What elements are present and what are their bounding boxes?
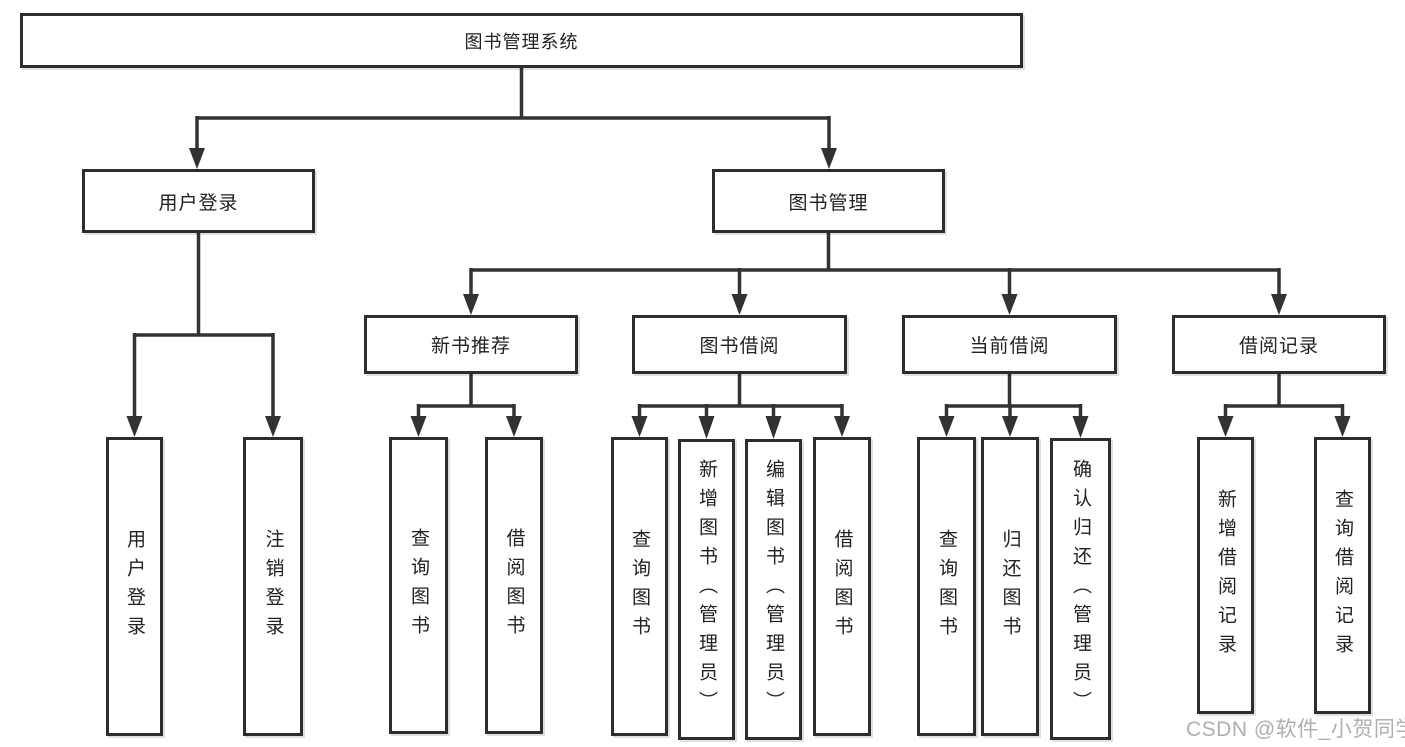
node-leaf-edit-books-label: 编辑图书（管理员） [763,459,784,720]
node-user-login: 用户登录 [82,169,315,233]
edge-user-login-arrowheads [126,416,281,437]
edge-root-arrowheads [189,148,837,169]
edge-current-borrowing-arrowheads [938,416,1089,438]
node-leaf-query-books-2-label: 查询图书 [629,528,650,645]
node-root: 图书管理系统 [20,13,1023,68]
node-leaf-confirm-return: 确认归还（管理员） [1050,438,1111,740]
edge-current-borrowing [944,374,1083,418]
node-leaf-user-login-label: 用户登录 [124,528,145,645]
node-leaf-add-borrow-record: 新增借阅记录 [1197,437,1254,714]
node-new-book-recommend: 新书推荐 [364,315,578,374]
edge-new-book-recommend [416,374,516,418]
node-leaf-return-books: 归还图书 [981,437,1039,736]
node-current-borrowing: 当前借阅 [902,315,1117,374]
watermark: CSDN @软件_小贺同学 [1186,718,1405,741]
node-leaf-borrow-books-1: 借阅图书 [485,437,543,734]
node-book-borrowing: 图书借阅 [632,315,847,374]
node-leaf-query-books-1-label: 查询图书 [408,527,429,644]
node-root-label: 图书管理系统 [464,31,579,52]
node-leaf-logout-label: 注销登录 [262,528,284,645]
node-leaf-return-books-label: 归还图书 [999,528,1021,645]
node-book-borrowing-label: 图书借阅 [699,336,780,357]
node-borrow-records-label: 借阅记录 [1238,336,1319,357]
node-leaf-edit-books: 编辑图书（管理员） [745,439,802,740]
edge-new-book-recommend-arrowheads [410,416,522,437]
node-leaf-add-borrow-record-label: 新增借阅记录 [1215,488,1236,663]
edge-user-login [132,233,275,418]
node-leaf-query-borrow-record: 查询借阅记录 [1314,437,1371,714]
node-leaf-borrow-books-2-label: 借阅图书 [831,528,853,645]
edge-root-to-level1 [195,68,831,150]
node-leaf-query-borrow-record-label: 查询借阅记录 [1332,488,1353,663]
edge-book-borrowing-arrowheads [631,416,850,439]
node-book-management: 图书管理 [712,169,945,233]
node-leaf-query-books-3: 查询图书 [917,437,976,736]
node-leaf-query-books-2: 查询图书 [611,437,668,736]
edge-book-management [469,233,1281,296]
node-leaf-query-books-1: 查询图书 [389,437,448,734]
node-leaf-add-books-label: 新增图书（管理员） [696,459,717,720]
node-book-management-label: 图书管理 [788,192,869,214]
node-new-book-recommend-label: 新书推荐 [430,336,511,357]
node-user-login-label: 用户登录 [158,192,239,214]
node-leaf-logout: 注销登录 [243,437,303,736]
edge-borrow-records [1223,374,1345,418]
node-current-borrowing-label: 当前借阅 [969,336,1050,357]
edge-book-management-arrowheads [463,294,1287,315]
node-leaf-confirm-return-label: 确认归还（管理员） [1070,458,1091,720]
node-leaf-user-login: 用户登录 [106,437,163,736]
edge-borrow-records-arrowheads [1217,416,1351,437]
node-leaf-borrow-books-1-label: 借阅图书 [503,527,525,644]
node-leaf-query-books-3-label: 查询图书 [936,528,957,645]
node-leaf-borrow-books-2: 借阅图书 [813,437,871,736]
node-borrow-records: 借阅记录 [1172,315,1386,374]
edge-book-borrowing [637,374,844,418]
node-leaf-add-books: 新增图书（管理员） [678,439,735,740]
